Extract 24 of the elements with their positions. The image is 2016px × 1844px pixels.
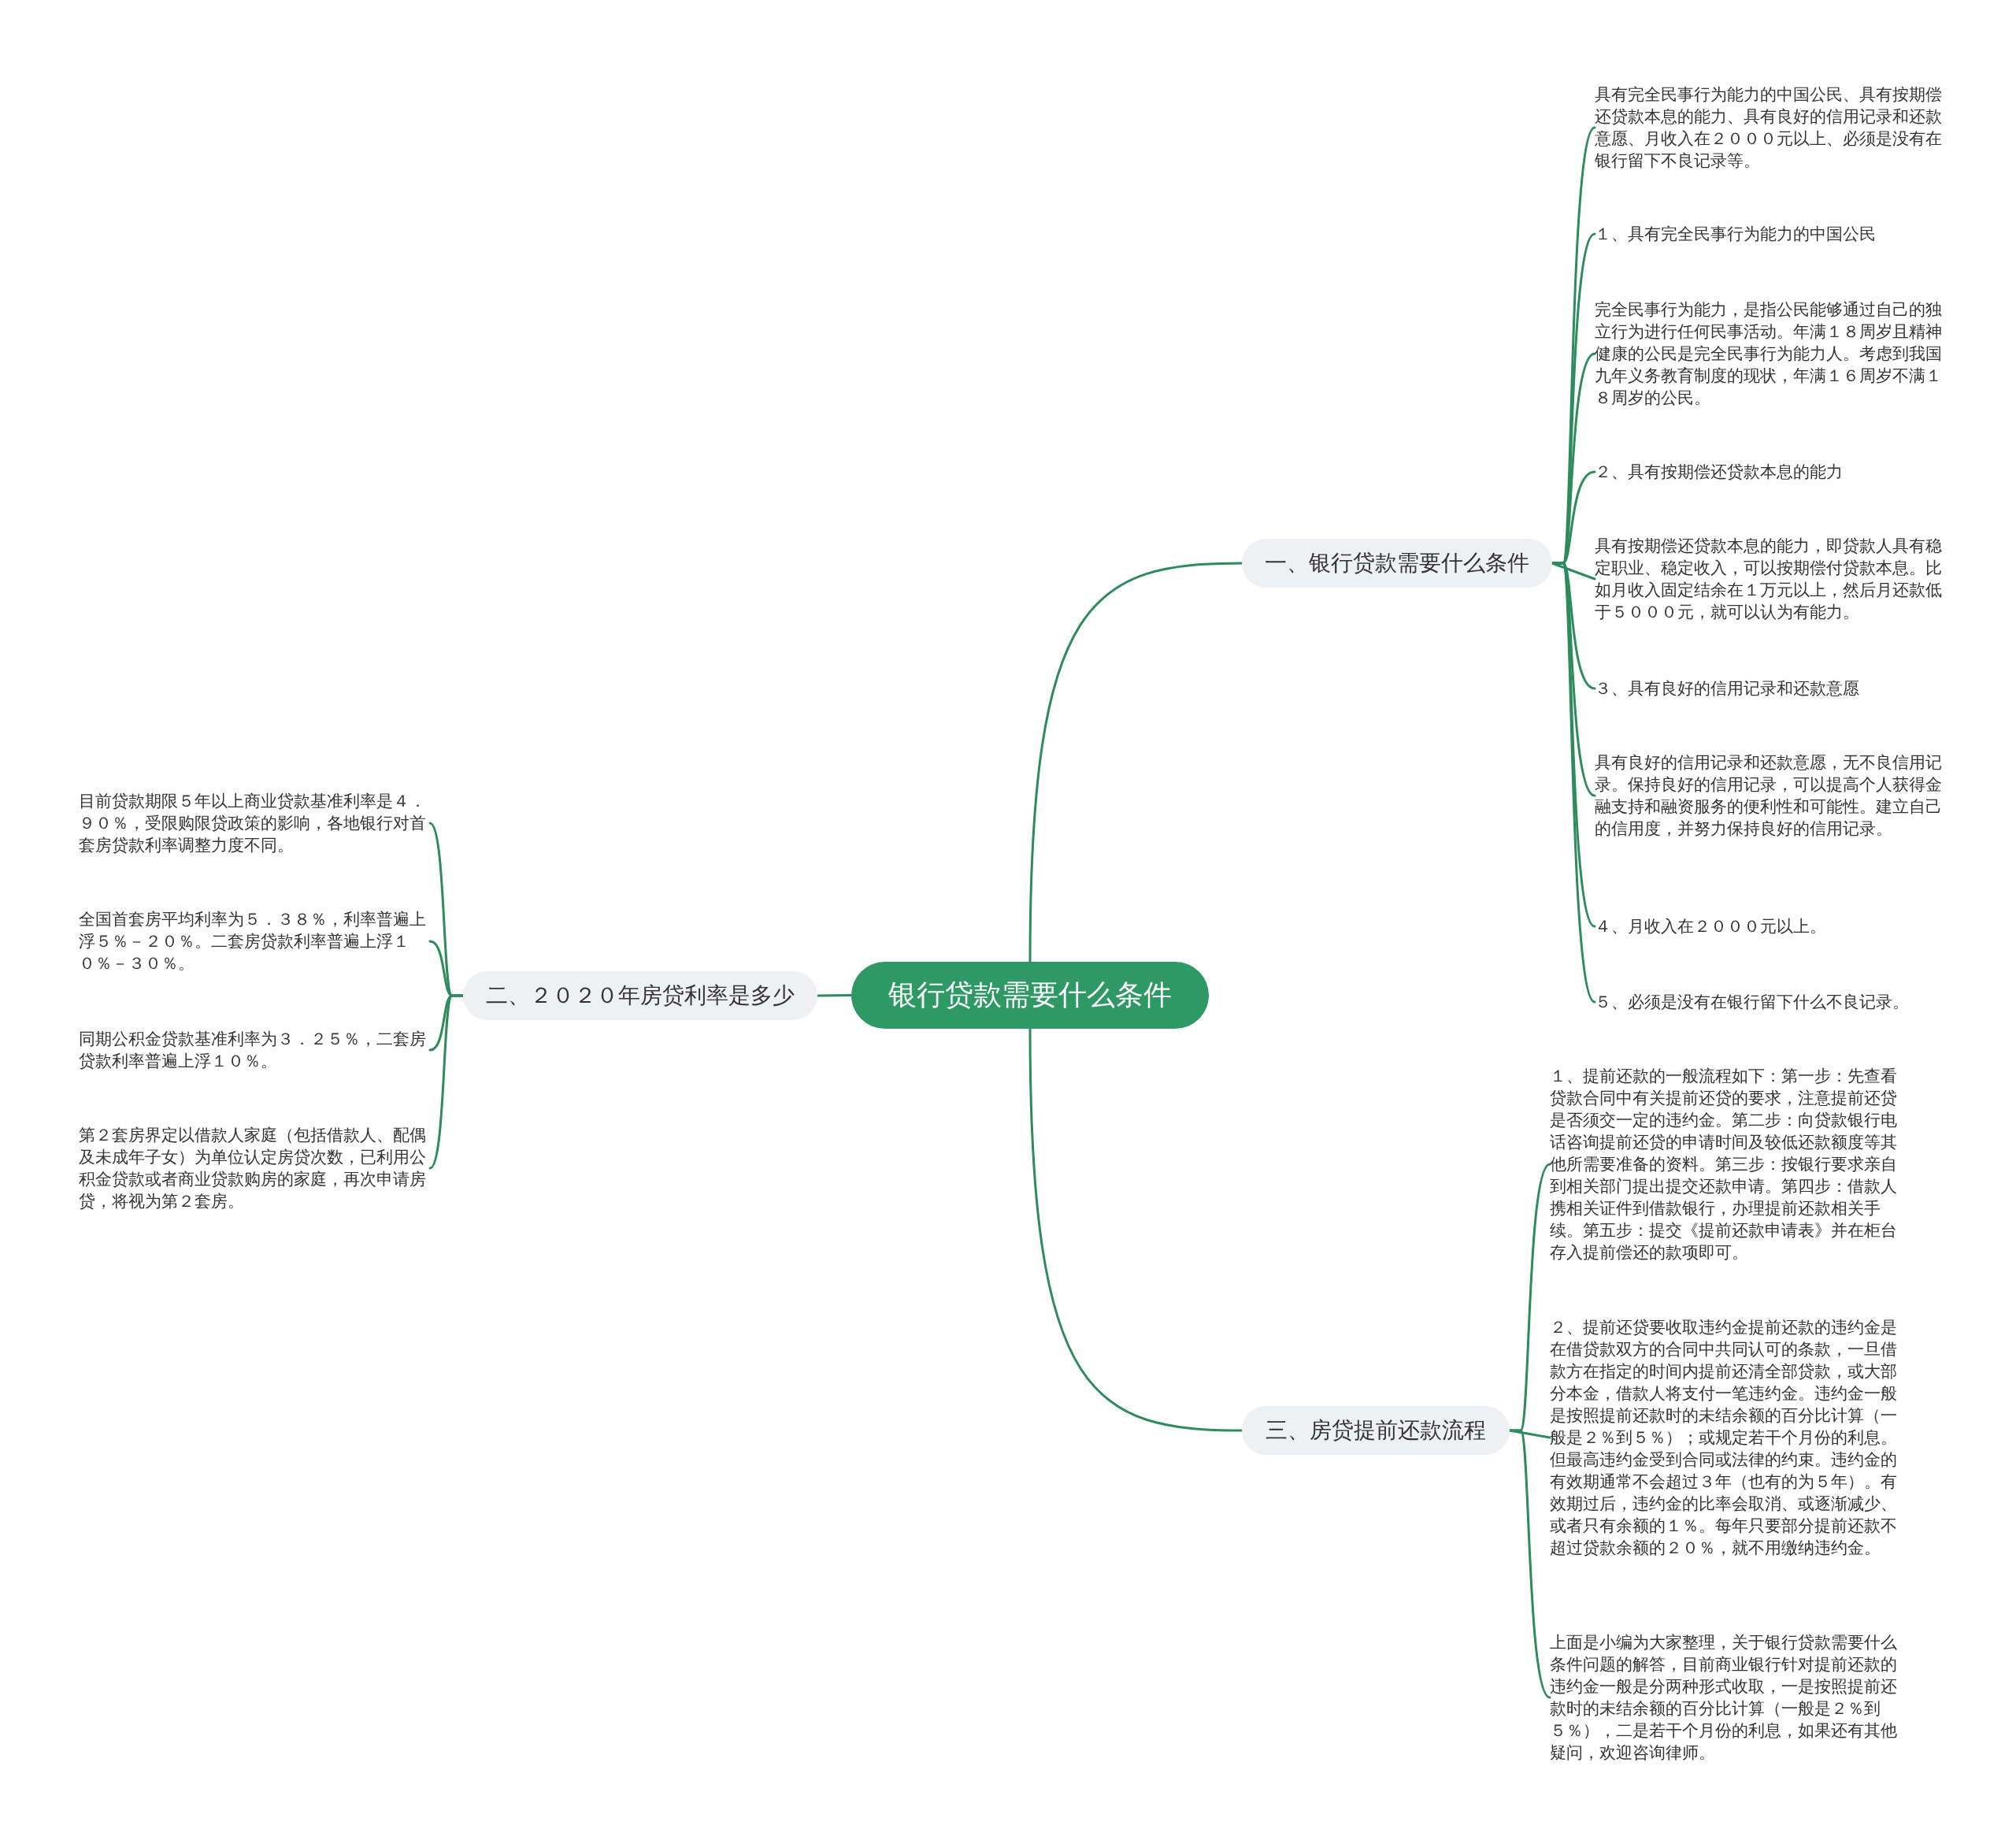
leaf-text: 具有良好的信用记录和还款意愿，无不良信用记录。保持良好的信用记录，可以提高个人获得金融支持和融资服务的便利性和可能性。建立自己的信用度，并努力保持良好的信用记录。: [1595, 751, 1946, 840]
leaf-text: 目前贷款期限５年以上商业贷款基准利率是４．９０％，受限购限贷政策的影响，各地银行对首套房贷款利率调整力度不同。: [79, 790, 430, 856]
leaf-text: １、提前还款的一般流程如下：第一步：先查看贷款合同中有关提前还贷的要求，注意提前还贷是否须交一定的违约金。第二步：向贷款银行电话咨询提前还贷的申请时间及较低还款额度等其他所需要准备的资料。第三步：按银行要求亲自到相关部门提出提交还款申请。第四步：借款人携相关证件到借款银行，办理提前还款相关手续。第五步：提交《提前还款申请表》并在柜台存入提前偿还的款项即可。: [1550, 1065, 1901, 1263]
leaf-text: 全国首套房平均利率为５．３８％，利率普遍上浮５％－２０％。二套房贷款利率普遍上浮１０％－３０％。: [79, 908, 430, 974]
leaf-text: ２、具有按期偿还贷款本息的能力: [1595, 461, 1946, 483]
branch-topic: 一、银行贷款需要什么条件: [1242, 539, 1552, 588]
connector-line: [1508, 1429, 1551, 1699]
leaf-text: ２、提前还贷要收取违约金提前还款的违约金是在借贷款双方的合同中共同认可的条款，一旦借款方在指定的时间内提前还清全部贷款，或大部分本金，借款人将支付一笔违约金。违约金一般是按照提前还款时的未结余额的百分比计算（一般是２％到５％）；或规定若干个月份的利息。但最高违约金受到合同或法律的约束。违约金的有效期通常不会超过３年（也有的为５年）。有效期过后，违约金的比率会取消、或逐渐减少、或者只有余额的１％。每年只要部分提前还款不超过贷款余额的２０％，就不用缴纳违约金。: [1550, 1316, 1901, 1559]
leaf-text: 具有完全民事行为能力的中国公民、具有按期偿还贷款本息的能力、具有良好的信用记录和还款意愿、月收入在２０００元以上、必须是没有在银行留下不良记录等。: [1595, 83, 1946, 172]
leaf-text: ４、月收入在２０００元以上。: [1595, 915, 1946, 937]
leaf-text: １、具有完全民事行为能力的中国公民: [1595, 223, 1946, 245]
branch-topic: 三、房贷提前还款流程: [1242, 1406, 1510, 1455]
leaf-text: ３、具有良好的信用记录和还款意愿: [1595, 677, 1946, 699]
connector-line: [1028, 1027, 1243, 1432]
connector-line: [428, 994, 465, 1170]
leaf-text: 具有按期偿还贷款本息的能力，即贷款人具有稳定职业、稳定收入，可以按期偿付贷款本息。比如月收入固定结余在１万元以上，然后月还款低于５０００元，就可以认为有能力。: [1595, 535, 1946, 623]
leaf-text: ５、必须是没有在银行留下什么不良记录。: [1595, 991, 1946, 1013]
central-topic: 银行贷款需要什么条件: [851, 962, 1209, 1029]
leaf-text: 第２套房界定以借款人家庭（包括借款人、配偶及未成年子女）为单位认定房贷次数，已利用公积金贷款或者商业贷款购房的家庭，再次申请房贷，将视为第２套房。: [79, 1124, 430, 1212]
leaf-text: 上面是小编为大家整理，关于银行贷款需要什么条件问题的解答，目前商业银行针对提前还款的违约金一般是分两种形式收取，一是按照提前还款时的未结余额的百分比计算（一般是２％到５％），二是若干个月份的利息，如果还有其他疑问，欢迎咨询律师。: [1550, 1631, 1901, 1764]
leaf-text: 完全民事行为能力，是指公民能够通过自己的独立行为进行任何民事活动。年满１８周岁且精神健康的公民是完全民事行为能力人。考虑到我国九年义务教育制度的现状，年满１６周岁不满１８周岁的公民。: [1595, 299, 1946, 409]
branch-topic: 二、２０２０年房贷利率是多少: [463, 971, 817, 1020]
leaf-text: 同期公积金贷款基准利率为３．２５％，二套房贷款利率普遍上浮１０％。: [79, 1028, 430, 1072]
connector-line: [1028, 562, 1243, 963]
